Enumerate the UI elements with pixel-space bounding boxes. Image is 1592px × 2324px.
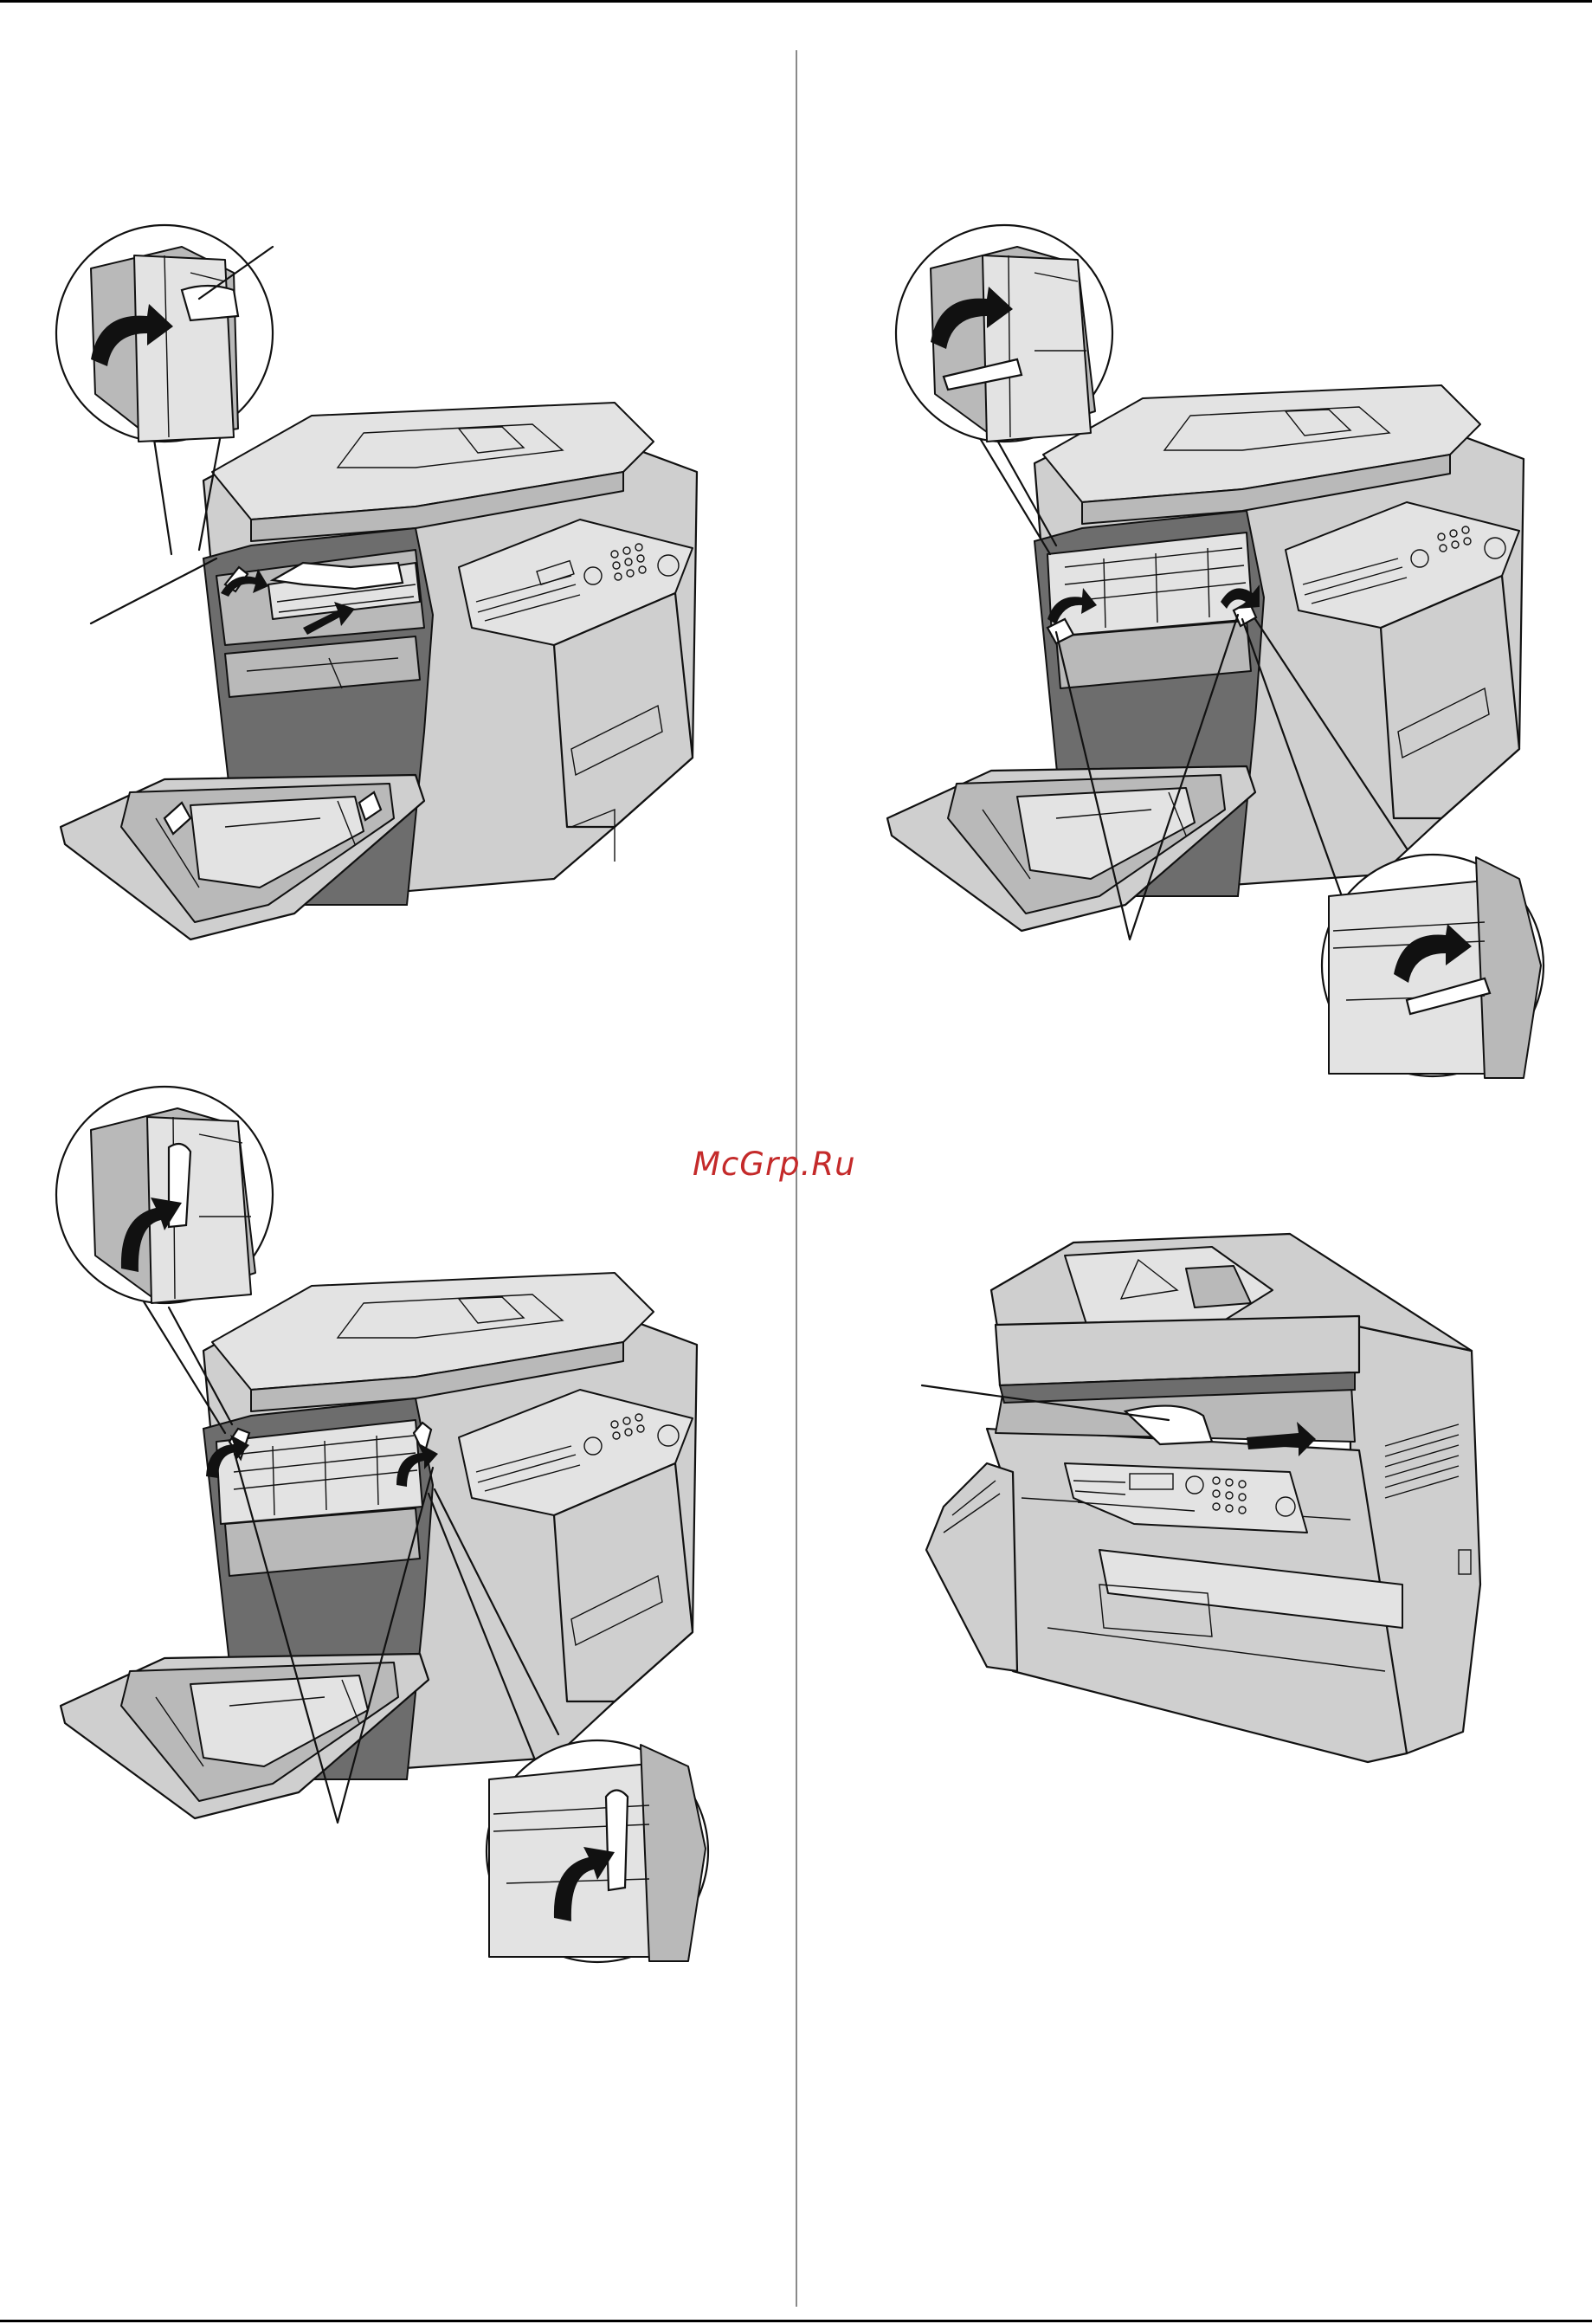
printer-fuser-levers-up-illustration xyxy=(52,1087,727,1953)
printer-fuser-levers-down-illustration xyxy=(879,221,1554,1087)
printer-body xyxy=(61,403,697,939)
printer-body xyxy=(61,1273,697,1818)
printer-open-front-cover-illustration xyxy=(52,221,710,948)
watermark-text: McGrp.Ru xyxy=(693,1139,900,1191)
printer-body xyxy=(926,1234,1480,1762)
page-top-rule xyxy=(0,0,1592,3)
printer-body xyxy=(887,385,1524,931)
page-bottom-rule xyxy=(0,2320,1592,2322)
printer-output-tray-paper-illustration xyxy=(918,1221,1489,1762)
